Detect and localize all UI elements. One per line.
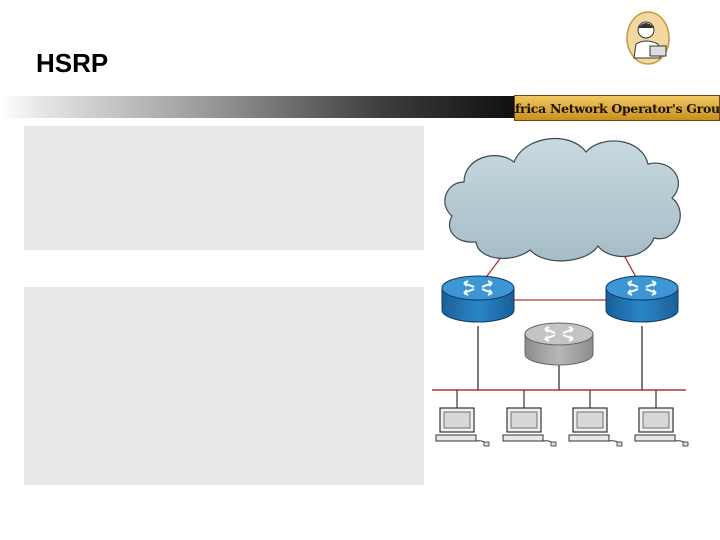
pc-icon-3 — [568, 407, 623, 447]
cloud-icon — [444, 138, 681, 262]
pc-icon-4 — [634, 407, 689, 447]
content-box-2 — [24, 287, 424, 485]
router-icon-right — [605, 275, 679, 323]
org-banner-logo: Africa Network Operator's Group — [506, 95, 720, 121]
pc-icon-2 — [502, 407, 557, 447]
router-icon-left — [441, 275, 515, 323]
title-divider-band — [0, 96, 514, 118]
org-banner-text: Africa Network Operator's Group — [505, 100, 720, 116]
anog-mascot-logo — [626, 11, 670, 65]
virtual-router-icon — [524, 322, 594, 366]
pc-icon-1 — [435, 407, 490, 447]
content-box-1 — [24, 126, 424, 250]
slide-title: HSRP — [36, 48, 109, 78]
hsrp-network-diagram — [432, 138, 689, 447]
